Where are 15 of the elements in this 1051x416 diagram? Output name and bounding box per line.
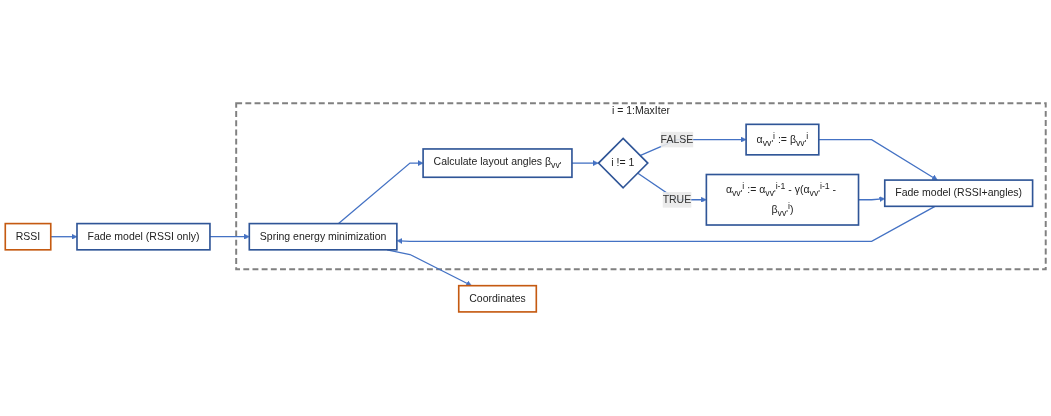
- arrow: [337, 160, 424, 225]
- edge-label: FALSE: [660, 134, 694, 146]
- node-box: Spring energy minimization: [248, 223, 398, 252]
- node-box: α$_{vv'}$$^{i}$ := α$_{vv'}$$^{i-1}$ - γ(α$_{vv'}$$^{i-1}$ - β$_{vv'}$$^{i}$): [705, 174, 860, 227]
- node-box: Fade model (RSSI+angles): [883, 179, 1034, 208]
- arrow: [209, 234, 250, 240]
- node-box: Fade model (RSSI only): [76, 223, 211, 252]
- edge-label: TRUE: [662, 194, 692, 206]
- node-box: Coordinates: [457, 285, 538, 314]
- node-box: RSSI: [4, 223, 52, 252]
- arrow: [396, 206, 936, 245]
- arrow: [818, 139, 938, 181]
- node-diamond: i != 1: [597, 137, 649, 190]
- arrow: [571, 160, 599, 167]
- node-box: Calculate layout angles β$_{vv'}$: [422, 148, 573, 179]
